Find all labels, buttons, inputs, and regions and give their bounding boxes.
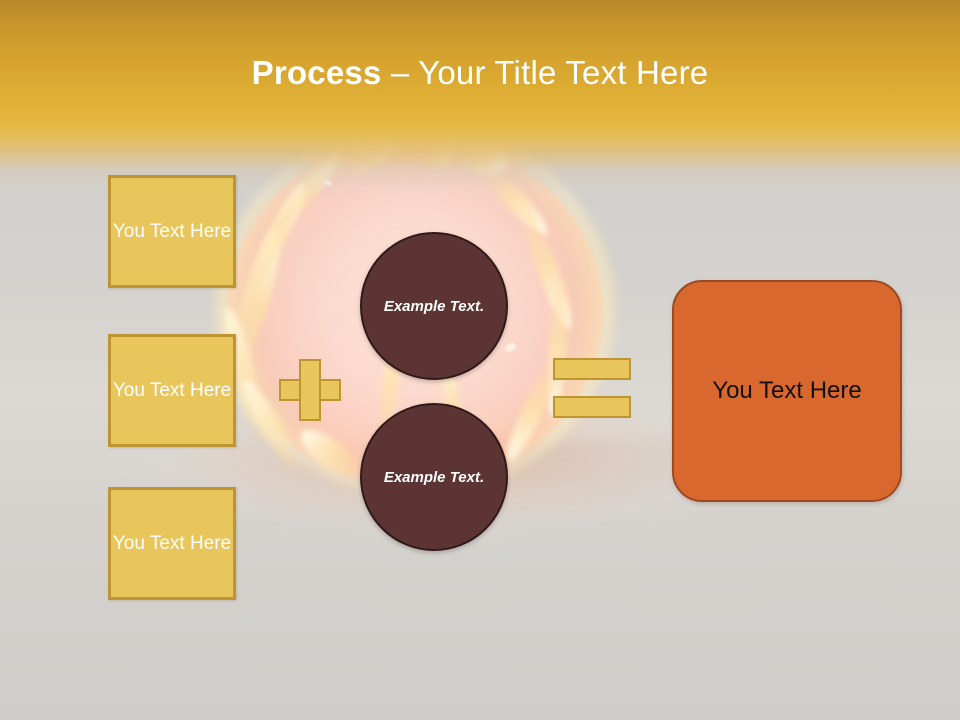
input-box-2[interactable]: You Text Here — [108, 334, 236, 447]
process-circle-1-label: Example Text. — [383, 297, 485, 315]
header-band — [0, 0, 960, 200]
input-box-3[interactable]: You Text Here — [108, 487, 236, 600]
input-box-2-label: You Text Here — [112, 380, 232, 401]
slide-title-rest: – Your Title Text Here — [381, 54, 709, 91]
plus-icon-center — [301, 381, 319, 399]
process-circle-2-label: Example Text. — [383, 468, 485, 486]
plus-icon — [279, 359, 341, 421]
slide-title-bold: Process — [251, 54, 382, 91]
input-box-1[interactable]: You Text Here — [108, 175, 236, 288]
slide-title: Process – Your Title Text Here — [0, 52, 960, 94]
equals-icon-bottom-bar — [553, 396, 631, 418]
equals-icon-top-bar — [553, 358, 631, 380]
equals-icon — [553, 358, 631, 418]
result-box-label: You Text Here — [712, 377, 862, 404]
input-box-3-label: You Text Here — [112, 533, 232, 554]
result-box[interactable]: You Text Here — [672, 280, 902, 502]
process-circle-1[interactable]: Example Text. — [360, 232, 508, 380]
process-circle-2[interactable]: Example Text. — [360, 403, 508, 551]
input-box-1-label: You Text Here — [112, 221, 232, 242]
